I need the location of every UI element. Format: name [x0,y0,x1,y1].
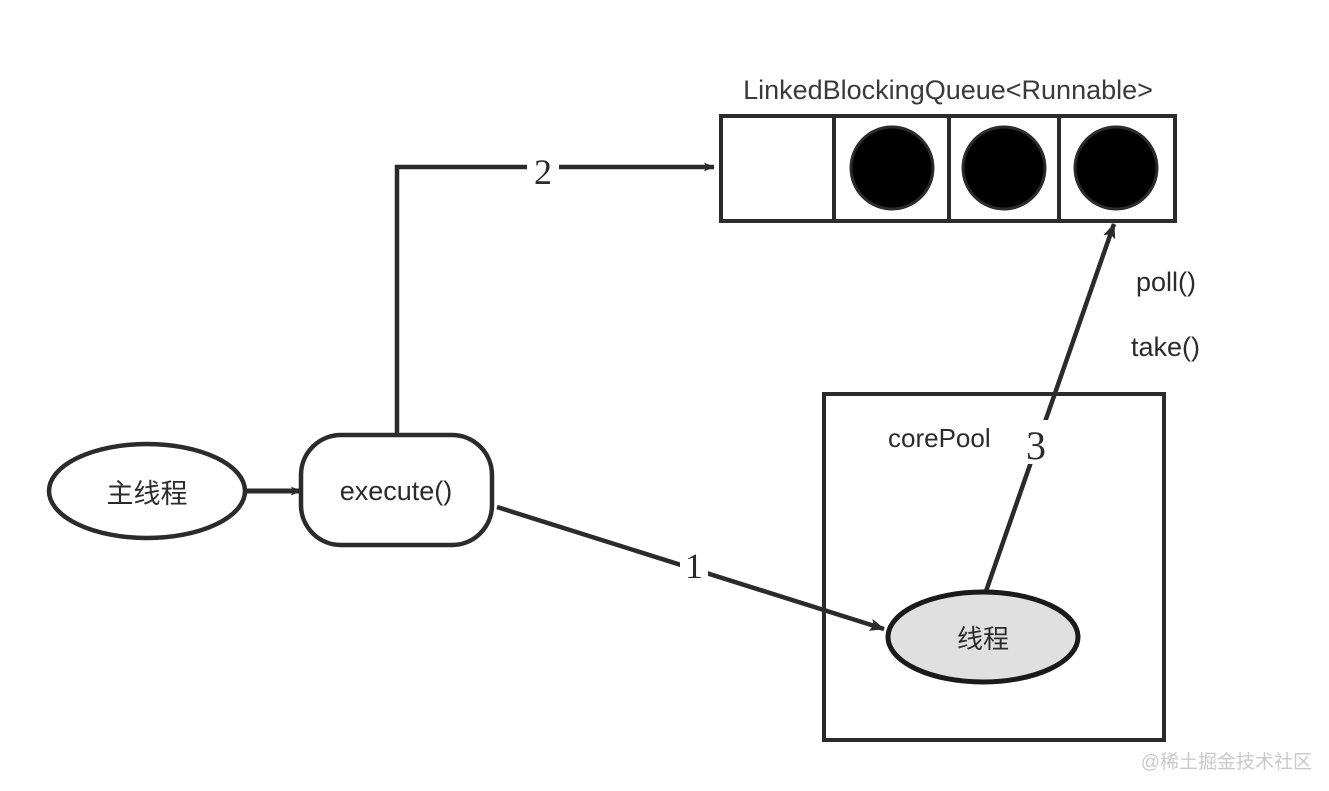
core-pool-shape [822,392,1166,742]
execute-node: execute() [298,432,495,548]
edge-label-one: 1 [685,546,703,586]
edge-enqueue: 2 [394,152,715,435]
edge-poll-line [982,223,1117,595]
worker-thread-shape [885,589,1081,685]
edge-label-one-bg [680,546,708,580]
edge-label-three-bg [1018,420,1052,464]
watermark: @稀土掘金技术社区 [1141,751,1312,773]
edge-label-two: 2 [534,152,552,192]
core-pool-label: corePool [888,423,991,453]
edge-label-three: 3 [1026,423,1046,468]
execute-shape [298,432,495,548]
main-thread-node: 主线程 [46,441,248,541]
edge-dispatch: 1 [496,504,885,632]
core-pool-container: corePool [822,392,1166,742]
queue-task-circle [961,125,1047,211]
execute-label: execute() [340,476,453,506]
worker-thread-node: 线程 [885,589,1081,685]
edge-label-two-bg [527,152,559,186]
queue-task-circle [1073,125,1159,211]
take-method-label: take() [1131,332,1200,362]
edge-poll: 3 [982,223,1117,595]
edge-enqueue-line [394,162,715,435]
queue-title: LinkedBlockingQueue<Runnable> [743,75,1153,105]
linked-blocking-queue [719,114,1177,223]
main-thread-shape [46,441,248,541]
queue-task-circle [849,125,935,211]
worker-thread-label: 线程 [957,624,1009,654]
main-thread-label: 主线程 [107,479,188,509]
poll-method-label: poll() [1136,267,1196,297]
